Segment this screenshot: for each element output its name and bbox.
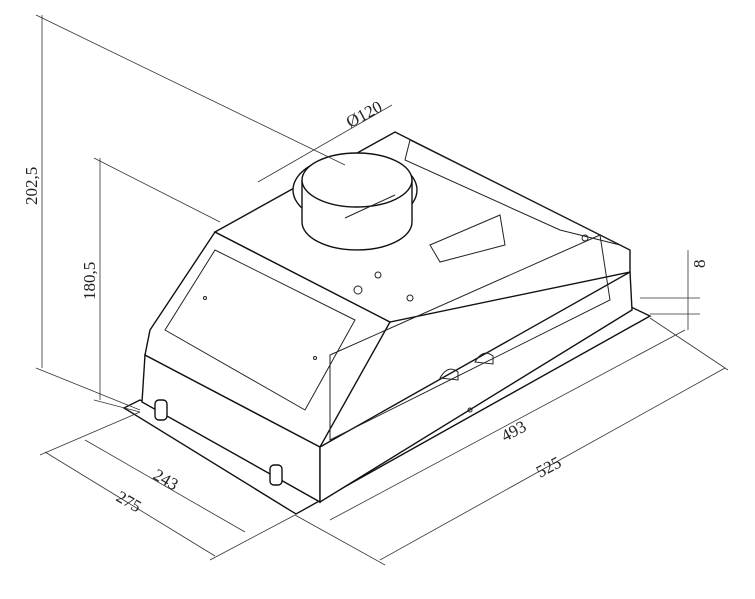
dim-body-height: 180,5 [80,262,99,300]
filter-panel-face [144,231,391,448]
dim-duct-diameter: Ø120 [343,97,385,132]
dim-total-height: 202,5 [22,167,41,205]
dim-overall-depth: 275 [113,487,145,516]
top-plate [429,214,506,263]
hood-body [122,131,652,515]
clip-right [269,464,283,486]
dim-body-length: 493 [498,417,529,446]
side-clips [439,352,494,381]
dim-overall-length: 525 [533,453,564,482]
side-face [319,270,633,504]
dim-flange-thickness: 8 [690,260,709,269]
top-ridge [404,139,621,246]
filter-window [164,249,356,411]
clip-left [154,399,168,421]
dimension-lines [35,14,729,566]
side-panel [329,234,611,441]
duct-opening [301,152,413,208]
dim-body-depth: 243 [150,465,182,494]
